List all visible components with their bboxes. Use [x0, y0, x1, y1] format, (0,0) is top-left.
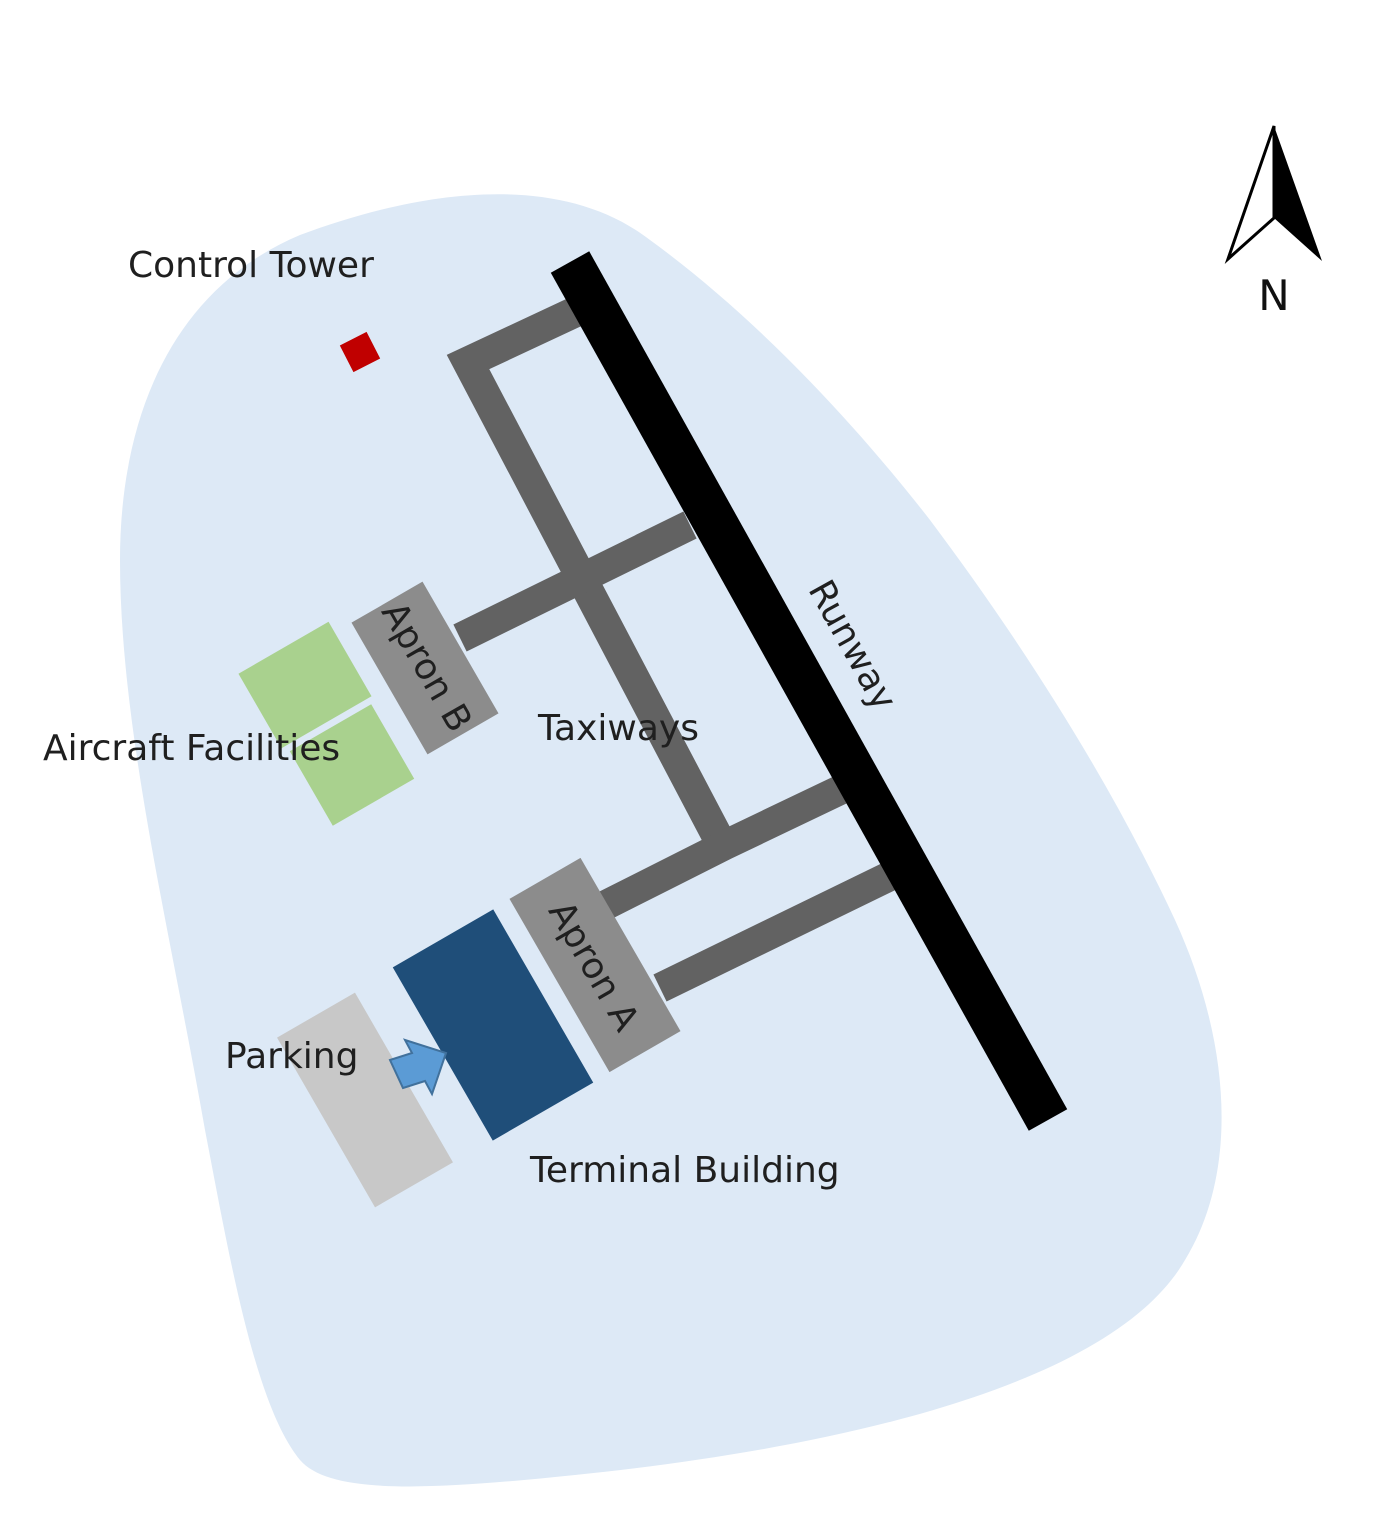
parking-area	[277, 992, 453, 1208]
north-label: N	[1258, 271, 1289, 320]
arrow-right-icon	[388, 1038, 448, 1097]
taxiway-apron-a-lower-connector	[653, 862, 897, 1002]
apron-b-area	[351, 581, 499, 755]
taxiway-north-connector	[446, 291, 736, 853]
aircraft-facility-lower	[289, 704, 415, 826]
taxiways-group	[446, 291, 897, 1002]
airport-boundary-area	[120, 194, 1222, 1487]
taxiways-label: Taxiways	[537, 708, 699, 749]
terminal-building	[392, 909, 594, 1141]
control-tower-label: Control Tower	[128, 245, 374, 286]
north-arrow-fill	[1274, 126, 1322, 261]
aircraft-facilities-label: Aircraft Facilities	[43, 728, 340, 769]
north-arrow-icon	[1224, 125, 1322, 264]
taxiway-apron-a-upper-connector	[597, 776, 847, 920]
taxiway-apron-b-connector	[453, 511, 697, 652]
terminal-building-label: Terminal Building	[529, 1150, 840, 1191]
control-tower-marker	[339, 331, 381, 373]
parking-label: Parking	[225, 1036, 358, 1077]
north-arrow-outline	[1224, 125, 1276, 264]
apron-a-area	[509, 857, 681, 1073]
aircraft-facility-upper	[238, 621, 372, 749]
runway-strip	[550, 251, 1068, 1131]
